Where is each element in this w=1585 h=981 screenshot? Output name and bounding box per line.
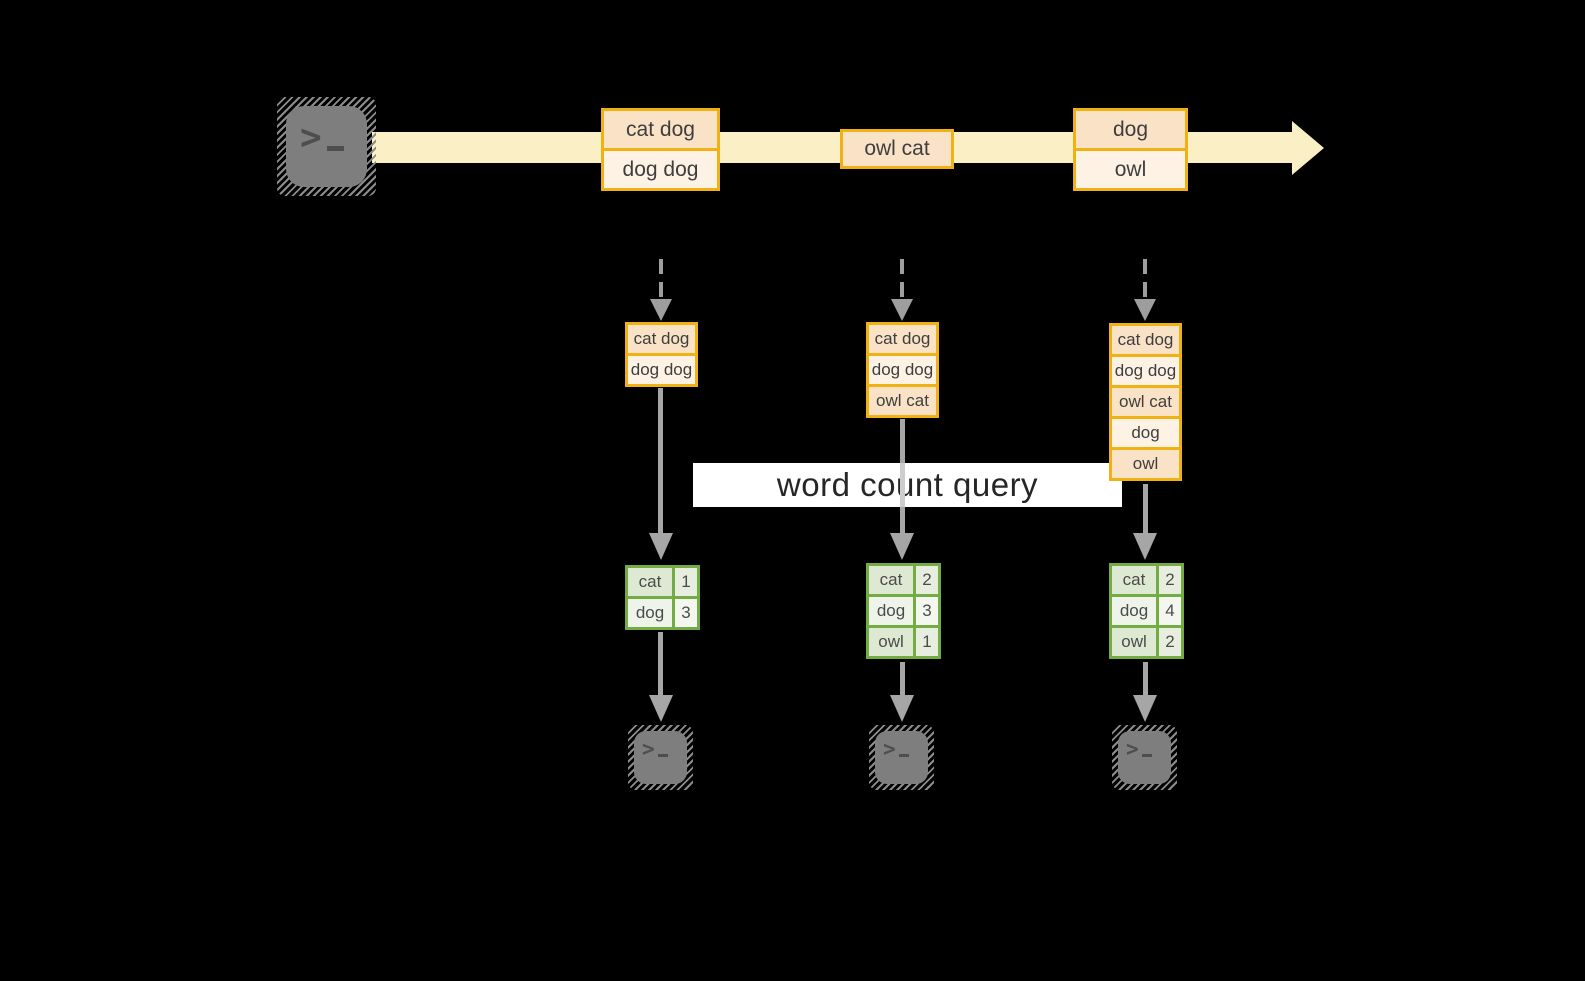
arrow-down-icon xyxy=(890,695,914,722)
batch-row: dog xyxy=(1076,111,1185,151)
query-arrow-2 xyxy=(900,507,905,533)
arrow-down-icon xyxy=(649,695,673,722)
terminal-screen: > xyxy=(875,731,928,784)
input-box-2: cat dog dog dog owl cat xyxy=(866,322,939,418)
terminal-cursor-icon xyxy=(1141,754,1152,757)
word-count-table-3: cat 2 dog 4 owl 2 xyxy=(1109,563,1184,659)
terminal-screen: > xyxy=(1118,731,1171,784)
batch-row: owl xyxy=(1076,151,1185,188)
input-row: dog dog xyxy=(1112,357,1179,388)
table-cell-count: 3 xyxy=(916,597,938,625)
input-row: dog dog xyxy=(869,356,936,387)
arrow-down-icon xyxy=(1133,695,1157,722)
terminal-cursor-icon xyxy=(657,754,668,757)
input-row: owl xyxy=(1112,450,1179,478)
query-arrow-3 xyxy=(1143,484,1148,533)
terminal-screen: > xyxy=(286,106,367,187)
sink-arrow-1 xyxy=(658,632,663,695)
input-row: cat dog xyxy=(1112,326,1179,357)
stream-arrowhead-icon xyxy=(1292,121,1324,175)
query-banner: word count query xyxy=(693,463,1122,507)
query-arrow-2-through-banner xyxy=(900,463,905,507)
terminal-prompt-icon: > xyxy=(300,117,322,158)
table-cell-count: 2 xyxy=(1159,566,1181,594)
word-count-table-2: cat 2 dog 3 owl 1 xyxy=(866,563,941,659)
table-cell-count: 3 xyxy=(675,599,697,627)
table-cell-word: dog xyxy=(628,599,672,627)
input-row: cat dog xyxy=(628,325,695,356)
sink-terminal-icon-1: > xyxy=(628,725,693,790)
stream-batch-box-1: cat dog dog dog xyxy=(601,108,720,191)
table-cell-word: cat xyxy=(1112,566,1156,594)
terminal-prompt-icon: > xyxy=(642,737,655,761)
query-arrow-2 xyxy=(900,419,905,463)
microbatch-dashed-arrow-1 xyxy=(659,259,663,299)
batch-row: cat dog xyxy=(604,111,717,151)
batch-row: owl cat xyxy=(843,132,951,166)
terminal-prompt-icon: > xyxy=(883,737,896,761)
arrow-down-icon xyxy=(1133,533,1157,560)
table-cell-count: 1 xyxy=(675,568,697,596)
source-terminal-icon: > xyxy=(277,97,376,196)
microbatch-dashed-arrow-2 xyxy=(900,259,904,299)
table-cell-word: owl xyxy=(869,628,913,656)
terminal-cursor-icon xyxy=(898,754,909,757)
input-row: dog xyxy=(1112,419,1179,450)
arrow-down-icon xyxy=(891,299,913,321)
microbatch-dashed-arrow-3 xyxy=(1143,259,1147,299)
input-box-3: cat dog dog dog owl cat dog owl xyxy=(1109,323,1182,481)
table-cell-word: owl xyxy=(1112,628,1156,656)
stream-batch-box-2: owl cat xyxy=(840,129,954,169)
stream-batch-box-3: dog owl xyxy=(1073,108,1188,191)
table-cell-count: 2 xyxy=(1159,628,1181,656)
input-row: cat dog xyxy=(869,325,936,356)
word-count-table-1: cat 1 dog 3 xyxy=(625,565,700,630)
batch-row: dog dog xyxy=(604,151,717,188)
table-cell-word: dog xyxy=(1112,597,1156,625)
query-arrow-1 xyxy=(658,388,663,533)
input-row: owl cat xyxy=(1112,388,1179,419)
arrow-down-icon xyxy=(1134,299,1156,321)
input-row: dog dog xyxy=(628,356,695,384)
sink-arrow-3 xyxy=(1143,662,1148,695)
sink-arrow-2 xyxy=(900,662,905,695)
table-cell-word: cat xyxy=(869,566,913,594)
table-cell-count: 4 xyxy=(1159,597,1181,625)
arrow-down-icon xyxy=(649,533,673,560)
input-row: owl cat xyxy=(869,387,936,415)
arrow-down-icon xyxy=(890,533,914,560)
table-cell-word: cat xyxy=(628,568,672,596)
terminal-cursor-icon xyxy=(326,146,344,151)
sink-terminal-icon-2: > xyxy=(869,725,934,790)
table-cell-count: 2 xyxy=(916,566,938,594)
sink-terminal-icon-3: > xyxy=(1112,725,1177,790)
arrow-down-icon xyxy=(650,299,672,321)
terminal-prompt-icon: > xyxy=(1126,737,1139,761)
input-box-1: cat dog dog dog xyxy=(625,322,698,387)
terminal-screen: > xyxy=(634,731,687,784)
table-cell-count: 1 xyxy=(916,628,938,656)
table-cell-word: dog xyxy=(869,597,913,625)
query-banner-label: word count query xyxy=(776,466,1039,503)
